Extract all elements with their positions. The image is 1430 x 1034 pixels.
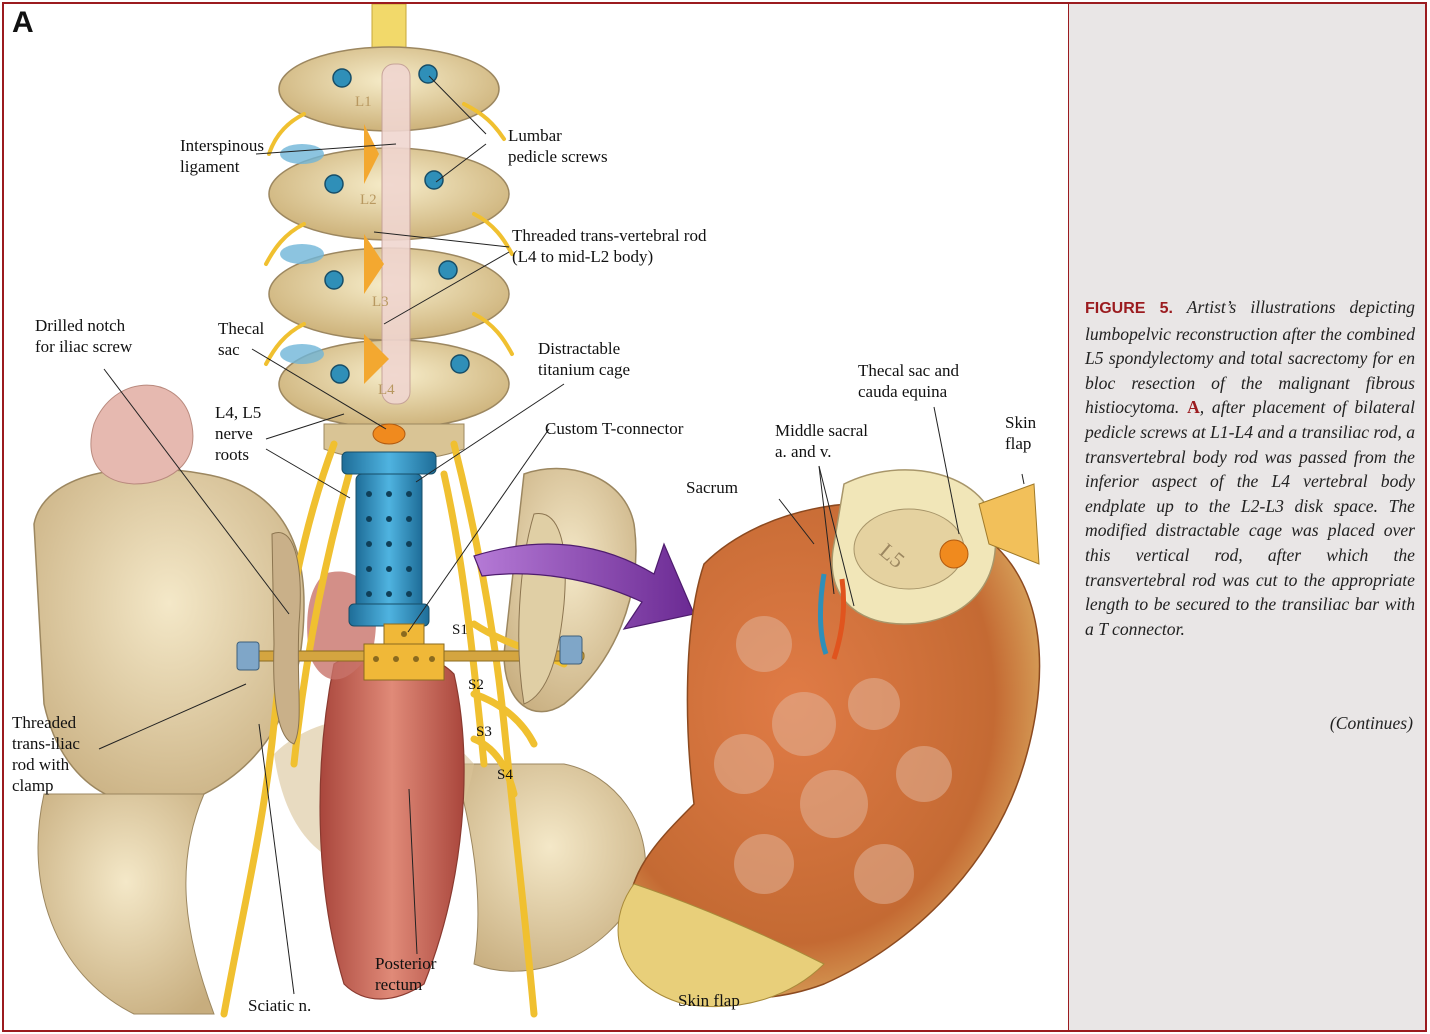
iliac-bone-left <box>271 532 301 745</box>
label-threaded-trans-vertebral-rod: Threaded trans-vertebral rod (L4 to mid-… <box>512 226 707 266</box>
label-thecal-sac-cauda-equina: Thecal sac and cauda equina <box>858 361 959 401</box>
label-s3: S3 <box>476 724 492 740</box>
vertebra-label-l4: L4 <box>378 382 395 398</box>
thecal-sac <box>372 423 406 445</box>
pedicle-screws <box>324 64 470 384</box>
label-drilled-notch: Drilled notch for iliac screw <box>35 316 133 356</box>
label-skin-flap-top: Skin flap <box>1005 413 1037 453</box>
anatomy-illustration <box>33 4 1041 1018</box>
label-nerve-roots: L4, L5 nerve roots <box>215 403 262 464</box>
caption-panel-ref: A <box>1187 397 1200 418</box>
label-lumbar-pedicle-screws: Lumbar pedicle screws <box>508 126 608 166</box>
panel-letter: A <box>12 6 34 39</box>
caption-text-after: , after placement of bilateral pedicle s… <box>1085 397 1415 639</box>
nerves <box>220 102 568 1018</box>
caption-continues: (Continues) <box>1329 713 1413 733</box>
caption-panel <box>1068 2 1427 1032</box>
caption-text-before: Artist’s illustrations depicting lumbope… <box>1085 297 1415 418</box>
label-thecal-sac: Thecal sac <box>218 319 265 359</box>
label-threaded-trans-iliac-rod: Threaded trans-iliac rod with clamp <box>12 713 80 795</box>
posterior-rectum <box>319 649 465 1000</box>
titanium-cage <box>341 451 437 627</box>
label-skin-flap-bottom: Skin flap <box>678 991 740 1010</box>
vertebra-label-l2: L2 <box>360 192 377 208</box>
figure-caption: FIGURE 5. Artist’s illustrations depicti… <box>1085 295 1415 641</box>
label-interspinous-ligament: Interspinous ligament <box>180 136 265 176</box>
label-s2: S2 <box>468 677 484 693</box>
t-connector <box>363 623 445 681</box>
label-distractable-cage: Distractable titanium cage <box>538 339 631 379</box>
label-sciatic-nerve: Sciatic n. <box>248 996 312 1015</box>
label-middle-sacral-vessels: Middle sacral a. and v. <box>775 421 868 461</box>
figure-number: FIGURE 5. <box>1085 300 1173 317</box>
label-sacrum: Sacrum <box>686 478 738 497</box>
leader-lines <box>98 75 1025 995</box>
label-t-connector: Custom T-connector <box>545 419 684 438</box>
label-s1: S1 <box>452 622 468 638</box>
resected-specimen <box>617 469 1041 1008</box>
label-posterior-rectum: Posterior rectum <box>375 954 437 994</box>
label-s4: S4 <box>497 767 513 783</box>
vertebra-label-l1: L1 <box>355 94 372 110</box>
vertebra-label-l3: L3 <box>372 294 389 310</box>
